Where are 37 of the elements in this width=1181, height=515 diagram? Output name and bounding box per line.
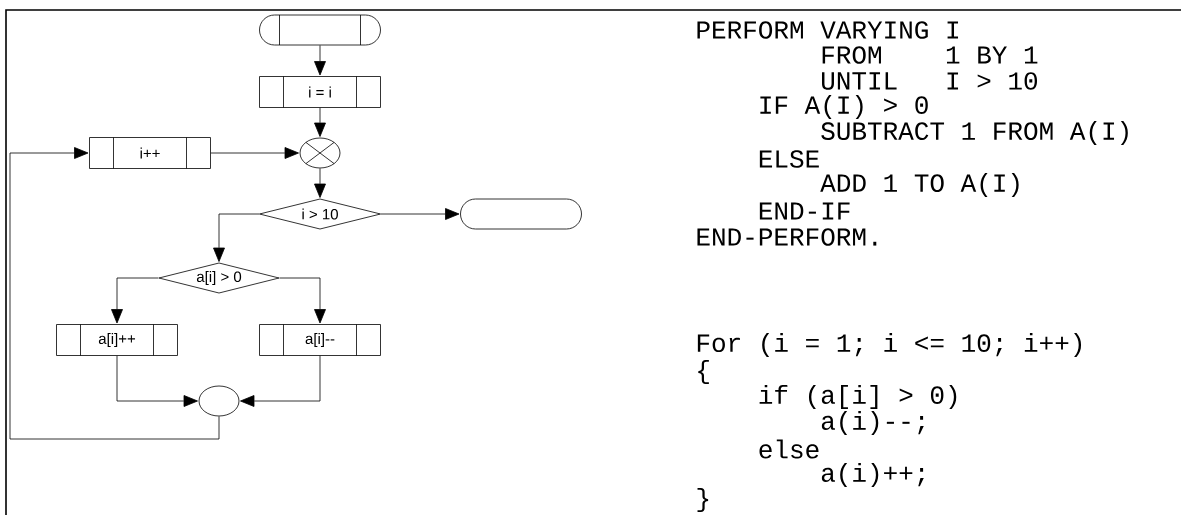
code-line: IF A(I) > 0 bbox=[760, 94, 928, 120]
connector-circle bbox=[198, 385, 240, 417]
terminator-shape bbox=[259, 14, 381, 46]
code-line: END-PERFORM. bbox=[697, 228, 877, 246]
arrow bbox=[210, 147, 299, 159]
arrow bbox=[380, 208, 460, 220]
predefined-process-box: a[i]-- bbox=[259, 324, 381, 356]
code-line: SUBTRACT 1 FROM A(I) bbox=[821, 120, 1128, 146]
arrow bbox=[314, 45, 326, 76]
summing-junction bbox=[299, 137, 341, 169]
code-line: a(i)++; bbox=[821, 462, 924, 488]
code-line: END-IF bbox=[759, 202, 850, 220]
code-line: else bbox=[759, 439, 819, 459]
code-line: UNTIL bbox=[822, 72, 897, 90]
arrow bbox=[314, 168, 326, 198]
code-line: ELSE bbox=[759, 150, 819, 168]
code-line: if (a[i] > 0) bbox=[759, 384, 957, 410]
code-line: For (i = 1; i <= 10; i++) bbox=[697, 332, 1082, 358]
code-line: 1 BY 1 bbox=[946, 46, 1038, 64]
arrow bbox=[9, 147, 220, 440]
terminator-shape bbox=[460, 198, 582, 230]
arrow bbox=[240, 355, 321, 407]
arrow bbox=[213, 213, 260, 262]
code-line: I > 10 bbox=[947, 72, 1037, 90]
predefined-process-box: a[i]++ bbox=[56, 324, 178, 356]
code-line: } bbox=[697, 487, 709, 513]
code-line: FROM bbox=[822, 46, 881, 64]
predefined-process-box: i++ bbox=[89, 137, 211, 169]
code-line: ADD 1 TO A(I) bbox=[820, 172, 1019, 198]
code-line: { bbox=[698, 359, 709, 385]
predefined-process-box: i = i bbox=[259, 76, 381, 108]
arrow bbox=[314, 107, 326, 137]
code-line: a(i)--; bbox=[821, 410, 924, 436]
arrow bbox=[116, 355, 198, 407]
code-line: PERFORM VARYING I bbox=[697, 21, 958, 39]
arrow bbox=[111, 277, 159, 324]
arrow bbox=[279, 277, 326, 324]
